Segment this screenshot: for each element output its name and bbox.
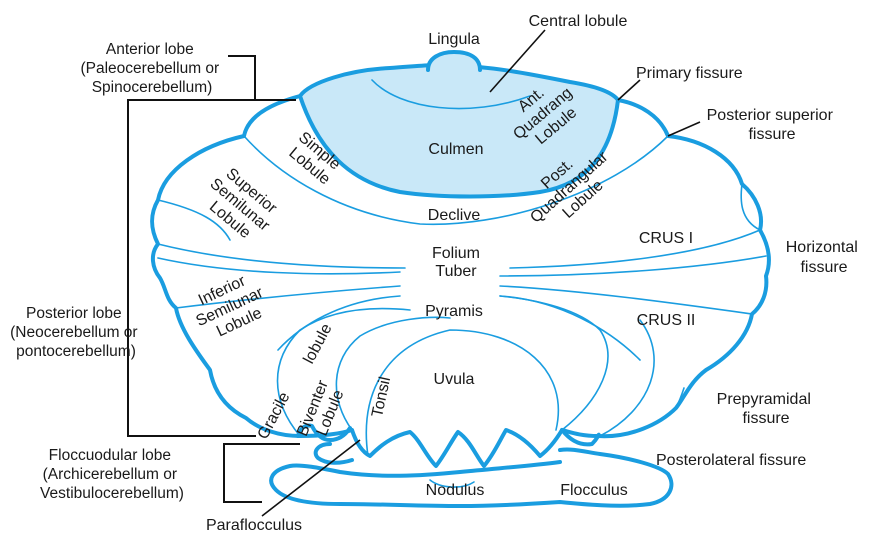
label-flocculus: Flocculus — [560, 482, 628, 499]
label-posterior-lobe: Posterior lobe (Neocerebellum or pontoce… — [10, 305, 142, 360]
label-culmen: Culmen — [428, 141, 483, 158]
horizontal-fissure-line — [157, 229, 761, 269]
anterior-lobe-region — [298, 63, 620, 199]
prepyramidal-line-right — [499, 285, 753, 315]
label-inferior-semilunar: Inferior Semilunar Lobule — [186, 266, 278, 346]
primary-fissure-leader — [617, 79, 641, 101]
crus-divider — [740, 183, 761, 231]
anterior-lobe-bracket — [228, 55, 296, 101]
label-central-lobule: Central lobule — [529, 13, 628, 30]
label-declive: Declive — [428, 207, 481, 224]
floccuodular-lobe-bracket — [223, 443, 300, 503]
label-superior-semilunar: Superior Semilunar Lobule — [195, 161, 288, 251]
uvula-bottom-contour — [350, 428, 564, 468]
biventer-line — [335, 316, 451, 431]
posterior-superior-fissure-line — [243, 135, 669, 226]
pyramis-line-right — [499, 295, 641, 361]
label-nodulus: Nodulus — [426, 482, 485, 499]
flocculus-loop — [269, 442, 674, 508]
central-lobule-line — [371, 79, 531, 110]
post-sup-fissure-leader — [667, 121, 701, 137]
label-lingula: Lingula — [428, 31, 480, 48]
label-horizontal-fissure: Horizontal fissure — [786, 239, 862, 276]
right-arc-1 — [499, 295, 609, 431]
right-arc-3 — [675, 387, 685, 409]
label-primary-fissure: Primary fissure — [636, 65, 743, 82]
pyramis-line-left — [277, 295, 401, 351]
label-crus-ii: CRUS II — [637, 312, 696, 329]
central-lobule-leader — [489, 29, 546, 93]
paraflocculus-leader — [261, 439, 361, 517]
label-posterolateral-fissure: Posterolateral fissure — [656, 452, 806, 469]
lingula-region — [426, 49, 482, 72]
label-anterior-lobe: Anterior lobe (Paleocerebellum or Spinoc… — [80, 41, 223, 96]
prepyramidal-line-left — [175, 285, 401, 309]
semilunar-divider — [157, 199, 231, 241]
label-tuber: Tuber — [435, 263, 477, 280]
biventer-contour — [296, 423, 352, 442]
label-prepyramidal-fissure: Prepyramidal fissure — [717, 391, 816, 427]
right-bottom-contour — [560, 428, 601, 447]
nodulus-inner — [429, 479, 475, 488]
label-uvula: Uvula — [434, 371, 475, 388]
label-paraflocculus: Paraflocculus — [206, 517, 302, 533]
label-post-sup-fissure: Posterior superior fissure — [707, 107, 838, 143]
label-pyramis: Pyramis — [425, 303, 483, 320]
label-lobule: lobule — [300, 321, 335, 367]
label-crus-i: CRUS I — [639, 230, 693, 247]
folium-line — [157, 257, 401, 275]
label-folium: Folium — [432, 245, 480, 262]
posterior-lobe-bracket — [127, 99, 296, 437]
label-floccuodular-lobe: Floccuodular lobe (Archicerebellum or Ve… — [40, 447, 184, 502]
right-arc-2 — [599, 319, 655, 437]
gracile-line — [276, 307, 411, 437]
uvula-arch — [365, 329, 560, 457]
cerebellum-outline-right — [560, 98, 771, 439]
cerebellum-outline — [150, 94, 354, 438]
label-tonsil: Tonsil — [369, 375, 394, 419]
tuber-line-right — [499, 255, 767, 277]
